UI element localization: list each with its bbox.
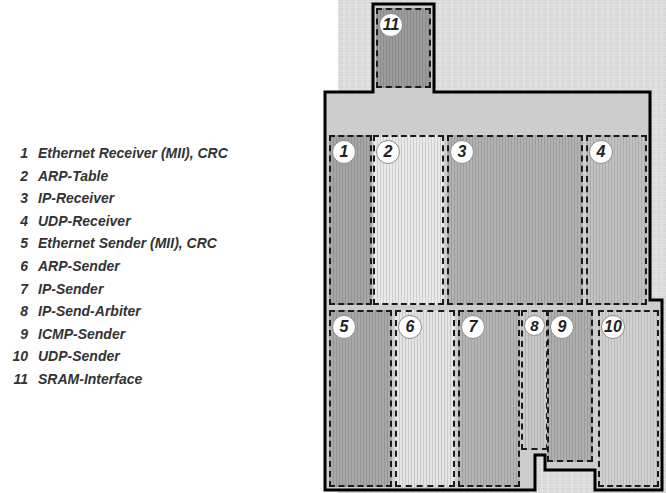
module-region: 3 — [447, 135, 583, 305]
legend-number: 2 — [4, 168, 28, 184]
legend-text: Ethernet Receiver (MII), CRC — [38, 145, 228, 161]
callout-number: 6 — [398, 315, 422, 339]
legend-number: 11 — [4, 371, 28, 387]
legend-text: ICMP-Sender — [38, 326, 125, 342]
callout-number: 9 — [550, 315, 574, 339]
legend-number: 9 — [4, 326, 28, 342]
legend-number: 7 — [4, 281, 28, 297]
legend-number: 1 — [4, 145, 28, 161]
module-region: 10 — [598, 310, 659, 487]
module-region: 11 — [376, 8, 431, 88]
callout-number: 10 — [601, 315, 625, 339]
module-region: 2 — [373, 135, 444, 305]
legend-number: 3 — [4, 190, 28, 206]
callout-number: 11 — [379, 13, 403, 37]
legend-number: 8 — [4, 303, 28, 319]
callout-number: 5 — [332, 315, 356, 339]
module-region: 7 — [458, 310, 520, 487]
module-region: 8 — [521, 310, 548, 450]
legend-text: UDP-Sender — [38, 348, 120, 364]
legend-number: 5 — [4, 235, 28, 251]
callout-number: 4 — [589, 140, 613, 164]
legend-text: UDP-Receiver — [38, 213, 131, 229]
module-region: 5 — [329, 310, 392, 487]
callout-number: 7 — [461, 315, 485, 339]
callout-number: 8 — [524, 315, 545, 336]
legend-text: ARP-Sender — [38, 258, 120, 274]
legend-text: IP-Receiver — [38, 190, 114, 206]
legend-text: SRAM-Interface — [38, 371, 142, 387]
legend-number: 10 — [4, 348, 28, 364]
legend-text: Ethernet Sender (MII), CRC — [38, 235, 217, 251]
legend-number: 6 — [4, 258, 28, 274]
module-region: 1 — [329, 135, 372, 305]
callout-number: 3 — [450, 140, 474, 164]
legend-text: IP-Send-Arbiter — [38, 303, 141, 319]
module-region: 9 — [547, 310, 593, 462]
legend-number: 4 — [4, 213, 28, 229]
design-outline — [325, 4, 662, 490]
legend-text: ARP-Table — [38, 168, 108, 184]
legend-text: IP-Sender — [38, 281, 103, 297]
callout-number: 2 — [376, 140, 400, 164]
module-region: 4 — [586, 135, 647, 305]
module-region: 6 — [395, 310, 455, 487]
callout-number: 1 — [332, 140, 356, 164]
